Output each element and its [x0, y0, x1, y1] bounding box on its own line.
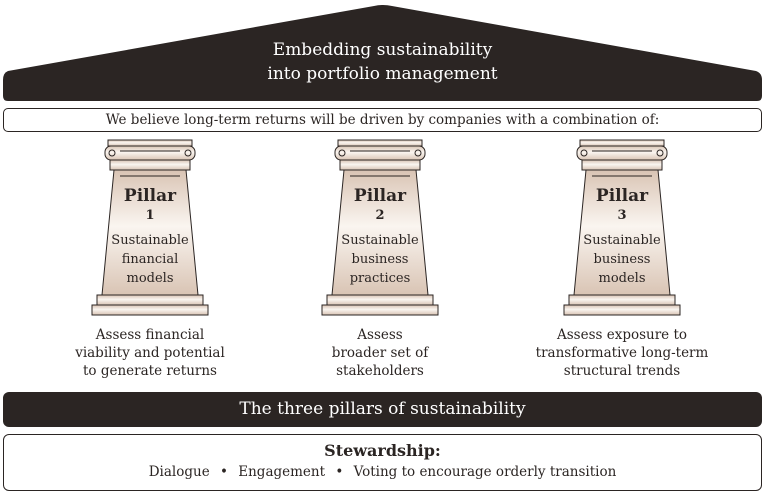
stewardship-title: Stewardship:	[324, 441, 441, 460]
pillar-title: Pillar	[353, 186, 407, 206]
pillar-number: 1	[145, 208, 155, 223]
belief-statement: We believe long-term returns will be dri…	[3, 108, 762, 132]
roof-title-line1: Embedding sustainability	[272, 40, 493, 60]
pillar-description: Sustainable business models	[583, 233, 661, 286]
pillar-description: Sustainable business practices	[341, 233, 419, 286]
bullet-separator: •	[335, 464, 344, 480]
pillar-1-assessment: Assess financial viability and potential…	[75, 327, 225, 379]
stewardship-item: Engagement	[238, 464, 326, 480]
roof-shape	[3, 5, 762, 101]
pillar-title: Pillar	[595, 186, 649, 206]
pillar-title: Pillar	[123, 186, 177, 206]
stewardship-item: Voting to encourage orderly transition	[353, 464, 617, 480]
roof-title-line2: into portfolio management	[267, 64, 498, 84]
roof-title: Embedding sustainability into portfolio …	[0, 38, 765, 86]
pillar-description: Sustainable financial models	[111, 233, 189, 286]
bullet-separator: •	[219, 464, 228, 480]
pillar-1: Pillar 1 Sustainable financial models	[85, 138, 215, 318]
column-icon	[563, 139, 681, 316]
pillar-number: 3	[617, 208, 627, 223]
foundation-bar: The three pillars of sustainability	[3, 392, 762, 427]
pillar-number: 2	[375, 208, 385, 223]
pillar-2: Pillar 2 Sustainable business practices	[315, 138, 445, 318]
column-icon	[321, 139, 439, 316]
pillar-2-assessment: Assess broader set of stakeholders	[331, 327, 429, 379]
pillar-3: Pillar 3 Sustainable business models	[557, 138, 687, 318]
stewardship-items: Dialogue • Engagement • Voting to encour…	[4, 464, 761, 480]
column-icon	[91, 139, 209, 316]
stewardship-item: Dialogue	[148, 464, 210, 480]
stewardship-box: Stewardship: Dialogue • Engagement • Vot…	[3, 434, 762, 491]
pillar-3-assessment: Assess exposure to transformative long-t…	[535, 327, 709, 379]
